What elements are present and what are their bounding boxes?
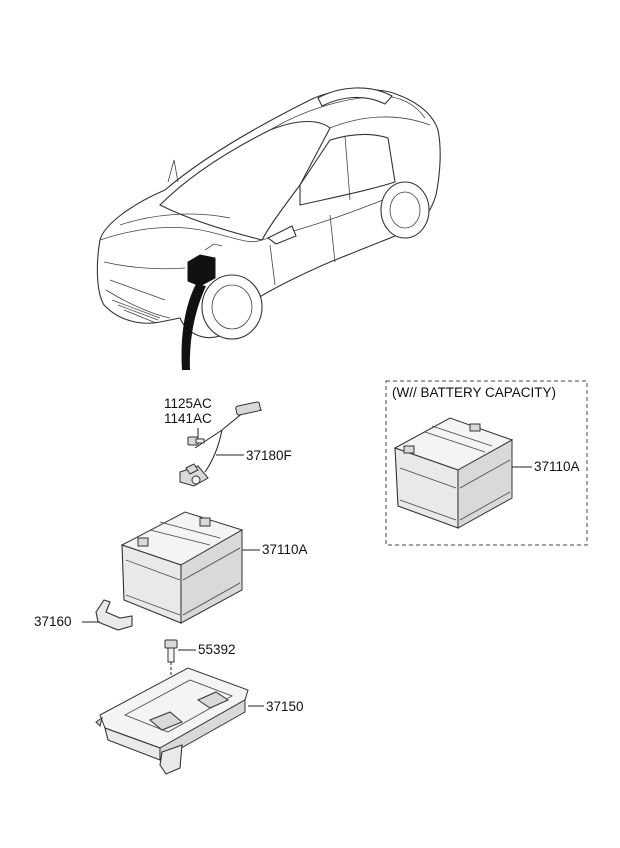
callout-37160: 37160	[34, 614, 72, 629]
option-callout-37110A: 37110A	[534, 459, 580, 474]
battery-location-marker	[187, 254, 216, 287]
callout-1125AC: 1125AC	[164, 396, 212, 411]
bracket-37160	[95, 599, 133, 631]
option-box-frame	[385, 380, 588, 546]
callout-1141AC: 1141AC	[164, 411, 212, 426]
location-pointer	[181, 284, 206, 370]
battery-cable-37180F	[179, 401, 263, 487]
option-box-title: (W// BATTERY CAPACITY)	[392, 385, 556, 400]
callout-37150: 37150	[266, 699, 304, 714]
option-battery-37110A	[393, 417, 514, 529]
battery-tray-37150	[95, 667, 249, 775]
callout-37180F: 37180F	[246, 448, 292, 463]
bolt-1125AC	[187, 436, 205, 446]
battery-37110A	[120, 511, 244, 624]
callout-55392: 55392	[198, 642, 236, 657]
callout-37110A: 37110A	[262, 542, 308, 557]
vehicle-illustration	[96, 87, 441, 340]
